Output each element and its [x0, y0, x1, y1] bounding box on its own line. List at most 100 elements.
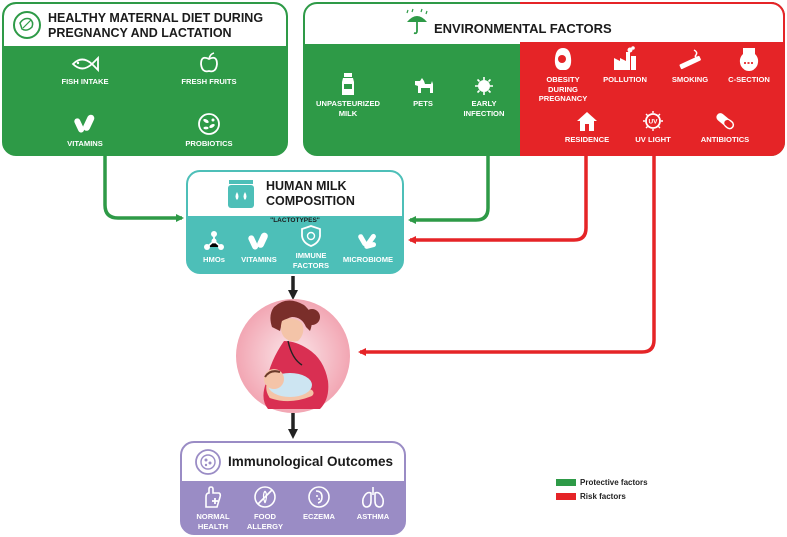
- milk-item-hmos: HMOs: [190, 230, 238, 265]
- human-milk-panel: HUMAN MILK COMPOSITION "LACTOTYPES" HMOs…: [186, 170, 404, 274]
- maternal-diet-title: HEALTHY MATERNAL DIET DURING PREGNANCY A…: [48, 11, 263, 41]
- risk-to-mother-arrow: [358, 156, 656, 356]
- risk-item-label: DURING: [548, 84, 578, 94]
- diet-item-fruits: FRESH FRUITS: [164, 52, 254, 87]
- globe-leaf-icon: [13, 11, 41, 39]
- pills-icon: [74, 114, 95, 133]
- fruit-icon: [200, 52, 218, 73]
- cigarette-icon: [679, 49, 701, 70]
- maternal-diet-header: HEALTHY MATERNAL DIET DURING PREGNANCY A…: [4, 4, 286, 46]
- legend-risk-label: Risk factors: [580, 492, 626, 501]
- env-item-pets: PETS: [398, 76, 448, 109]
- risk-item-label: SMOKING: [671, 75, 709, 84]
- risk-item-pollution: POLLUTION: [596, 46, 654, 85]
- environmental-title: ENVIRONMENTAL FACTORS: [434, 21, 612, 36]
- outcome-item-label: FOOD: [254, 512, 276, 521]
- lactotypes-label: "LACTOTYPES": [270, 217, 320, 224]
- outcome-item-asthma: ASTHMA: [346, 485, 400, 522]
- pregnancy-icon: [739, 48, 759, 71]
- molecule-icon: [204, 231, 224, 250]
- risk-header-cap: [520, 2, 785, 42]
- risk-item-label: RESIDENCE: [564, 135, 610, 144]
- virus-icon: [475, 77, 493, 95]
- milk-item-label: MICROBIOME: [342, 255, 394, 264]
- probiotics-icon: [198, 113, 220, 135]
- human-milk-title-line2: COMPOSITION: [266, 194, 355, 208]
- pills-icon: [248, 232, 268, 250]
- milk-jars-icon: [228, 180, 254, 208]
- milk-item-vitamins: VITAMINS: [234, 230, 284, 265]
- umbrella-rain-icon: [406, 8, 428, 35]
- env-item-label: PETS: [413, 99, 433, 108]
- human-milk-title-line1: HUMAN MILK: [266, 179, 347, 193]
- outcome-item-food-allergy: FOOD ALLERGY: [240, 485, 290, 531]
- fish-icon: [71, 55, 99, 73]
- outcome-item-label: HEALTH: [197, 521, 229, 531]
- sun-uv-icon: UV: [643, 111, 663, 131]
- legend-risk-swatch: [556, 493, 576, 500]
- diet-item-label: PROBIOTICS: [185, 139, 233, 148]
- human-milk-header: HUMAN MILK COMPOSITION: [188, 172, 402, 216]
- uv-badge-text: UV: [648, 119, 658, 126]
- outcomes-header: Immunological Outcomes: [182, 443, 404, 481]
- obesity-icon: [554, 48, 572, 70]
- milk-bottle-icon: [342, 73, 354, 95]
- immune-cell-icon: [195, 449, 221, 475]
- env-item-label: MILK: [338, 108, 358, 118]
- risk-item-label: C-SECTION: [728, 75, 770, 84]
- maternal-diet-title-line2: PREGNANCY AND LACTATION: [48, 26, 232, 40]
- risk-item-label: POLLUTION: [603, 75, 647, 84]
- risk-item-label: UV LIGHT: [635, 135, 671, 144]
- bacteria-icon: [358, 233, 377, 249]
- house-icon: [577, 112, 597, 131]
- risk-item-antibiotics: ANTIBIOTICS: [690, 110, 760, 145]
- capsule-icon: [716, 113, 735, 130]
- milk-item-immune-factors: IMMUNE FACTORS: [286, 224, 336, 270]
- risk-item-obesity: OBESITY DURING PREGNANCY: [530, 46, 596, 104]
- milk-item-label: VITAMINS: [241, 255, 277, 264]
- dog-icon: [415, 78, 433, 93]
- outcome-item-label: NORMAL: [196, 512, 230, 521]
- milk-item-label: IMMUNE: [295, 251, 327, 260]
- env-item-label: UNPASTEURIZED: [316, 99, 380, 108]
- lungs-icon: [362, 487, 384, 508]
- immunological-outcomes-panel: Immunological Outcomes NORMAL HEALTH FOO…: [180, 441, 406, 535]
- outcome-item-label: ECZEMA: [302, 512, 336, 521]
- milk-item-label: HMOs: [203, 255, 225, 264]
- env-item-unpasteurized-milk: UNPASTEURIZED MILK: [308, 72, 388, 118]
- outcome-item-label: ASTHMA: [356, 512, 390, 521]
- diet-item-label: VITAMINS: [67, 139, 103, 148]
- risk-to-milk-arrow: [408, 156, 588, 244]
- risk-item-uv-light: UV UV LIGHT: [624, 110, 682, 145]
- maternal-diet-title-line1: HEALTHY MATERNAL DIET DURING: [48, 11, 264, 25]
- outcome-item-label: ALLERGY: [246, 521, 284, 531]
- legend-protective-label: Protective factors: [580, 478, 648, 487]
- factory-icon: [614, 46, 636, 70]
- human-milk-title: HUMAN MILK COMPOSITION: [266, 179, 355, 209]
- diet-item-label: FRESH FRUITS: [181, 77, 237, 86]
- diet-to-milk-arrow: [103, 156, 184, 222]
- hand-health-icon: [205, 486, 222, 508]
- risk-item-smoking: SMOKING: [662, 46, 718, 85]
- milk-item-microbiome: MICROBIOME: [334, 230, 402, 265]
- food-allergy-icon: [254, 486, 276, 508]
- maternal-diet-panel: HEALTHY MATERNAL DIET DURING PREGNANCY A…: [2, 2, 288, 156]
- risk-item-label: ANTIBIOTICS: [700, 135, 750, 144]
- diet-item-label: FISH INTAKE: [61, 77, 109, 86]
- shield-icon: [301, 225, 321, 247]
- env-item-label: EARLY: [471, 99, 497, 108]
- env-item-label: INFECTION: [463, 108, 505, 118]
- diet-item-vitamins: VITAMINS: [40, 112, 130, 149]
- breastfeeding-mother-illustration: [236, 299, 350, 413]
- risk-item-residence: RESIDENCE: [556, 110, 618, 145]
- env-to-milk-arrow: [408, 156, 490, 224]
- legend-protective-swatch: [556, 479, 576, 486]
- risk-item-c-section: C-SECTION: [718, 46, 780, 85]
- outcome-item-eczema: ECZEMA: [294, 485, 344, 522]
- env-item-early-infection: EARLY INFECTION: [450, 76, 518, 118]
- outcomes-title: Immunological Outcomes: [228, 454, 394, 469]
- risk-item-label: PREGNANCY: [538, 94, 588, 103]
- risk-item-label: OBESITY: [546, 75, 580, 84]
- outcome-item-normal-health: NORMAL HEALTH: [188, 485, 238, 531]
